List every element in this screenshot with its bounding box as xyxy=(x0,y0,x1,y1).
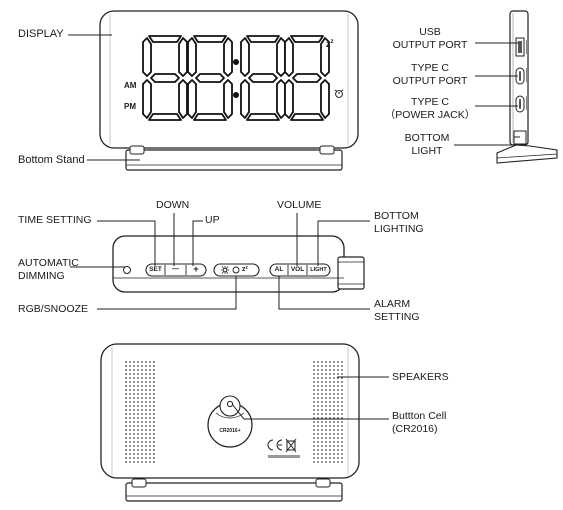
button-cell-label-l1: Buttton Cell xyxy=(392,410,447,422)
alarm-button[interactable]: AL xyxy=(274,266,284,273)
down-label: DOWN xyxy=(156,199,190,211)
type-c-output-port-label: TYPE C OUTPUT PORT xyxy=(386,62,474,88)
colon-dot-bottom xyxy=(233,92,239,98)
button-cell-label: Buttton Cell (CR2016) xyxy=(392,410,446,436)
top-view xyxy=(70,213,370,310)
bottom-lighting-label: BOTTOM LIGHTING xyxy=(374,210,424,236)
bottom-light-label-l1: BOTTOM xyxy=(404,132,450,144)
speaker-grille-left xyxy=(124,360,156,464)
bottom-light-label: BOTTOM LIGHT xyxy=(398,132,456,158)
up-button[interactable]: + xyxy=(193,264,199,274)
volume-button[interactable]: VOL xyxy=(290,266,305,273)
ce-weee-marks-icon xyxy=(267,438,297,453)
snooze-z-sup: z xyxy=(330,39,334,45)
am-indicator: AM xyxy=(124,81,137,90)
set-button-group-frame xyxy=(145,263,207,277)
sun-icon xyxy=(221,266,229,274)
display-label: DISPLAY xyxy=(18,28,64,40)
top-bottom-stand xyxy=(337,256,365,290)
alarm-clock-icon xyxy=(334,89,344,98)
light-sensor-icon xyxy=(123,266,131,274)
alarm-setting-label: ALARM SETTING xyxy=(374,298,420,324)
automatic-dimming-label-l1: AUTOMATIC xyxy=(18,257,79,269)
front-view xyxy=(68,10,359,171)
alarm-setting-label-l2: SETTING xyxy=(374,311,420,323)
back-bottom-stand xyxy=(125,482,343,502)
al-button-group-frame xyxy=(269,263,331,277)
button-cell-label-l2: (CR2016) xyxy=(392,423,438,435)
type-c-output-port-label-l2: OUTPUT PORT xyxy=(392,75,468,87)
side-stand xyxy=(496,144,558,164)
usb-output-port-label-l2: OUTPUT PORT xyxy=(392,39,468,51)
side-view xyxy=(454,10,558,164)
down-button[interactable]: — xyxy=(172,266,179,273)
time-setting-label: TIME SETTING xyxy=(18,214,92,226)
bottom-lighting-label-l2: LIGHTING xyxy=(374,223,424,235)
pm-indicator: PM xyxy=(124,102,136,111)
bottom-stand-label: Bottom Stand xyxy=(18,154,85,166)
alarm-setting-label-l1: ALARM xyxy=(374,298,411,310)
front-bottom-stand xyxy=(125,149,343,171)
battery-cover-text: CR2016+ xyxy=(219,428,241,434)
bottom-lighting-label-l1: BOTTOM xyxy=(374,210,419,222)
type-c-power-jack-label-l2: （POWER JACK） xyxy=(384,109,476,121)
speakers-label: SPEAKERS xyxy=(392,371,449,383)
bottom-light-label-l2: LIGHT xyxy=(411,145,443,157)
speaker-grille-right xyxy=(313,360,345,464)
usb-output-port-label: USB OUTPUT PORT xyxy=(386,26,474,52)
digit-display xyxy=(142,35,330,121)
battery-cover-icon xyxy=(207,395,253,448)
rgb-snooze-label: RGB/SNOOZE xyxy=(18,303,89,315)
snooze-z: z xyxy=(326,39,331,49)
set-button[interactable]: SET xyxy=(149,266,162,273)
type-c-power-jack-label: TYPE C （POWER JACK） xyxy=(380,96,480,122)
rgb-snooze-button[interactable]: z² xyxy=(242,266,248,273)
automatic-dimming-label-l2: DIMMING xyxy=(18,270,65,282)
snooze-indicator: zz xyxy=(326,36,334,51)
type-c-output-port-label-l1: TYPE C xyxy=(411,62,449,74)
colon-dot-top xyxy=(233,59,239,65)
volume-label: VOLUME xyxy=(277,199,322,211)
up-label: UP xyxy=(205,214,220,226)
light-button[interactable]: LIGHT xyxy=(310,267,327,273)
usb-output-port-label-l1: USB xyxy=(419,26,441,38)
type-c-power-jack-label-l1: TYPE C xyxy=(411,96,449,108)
back-view xyxy=(100,343,389,502)
automatic-dimming-label: AUTOMATIC DIMMING xyxy=(18,257,79,283)
